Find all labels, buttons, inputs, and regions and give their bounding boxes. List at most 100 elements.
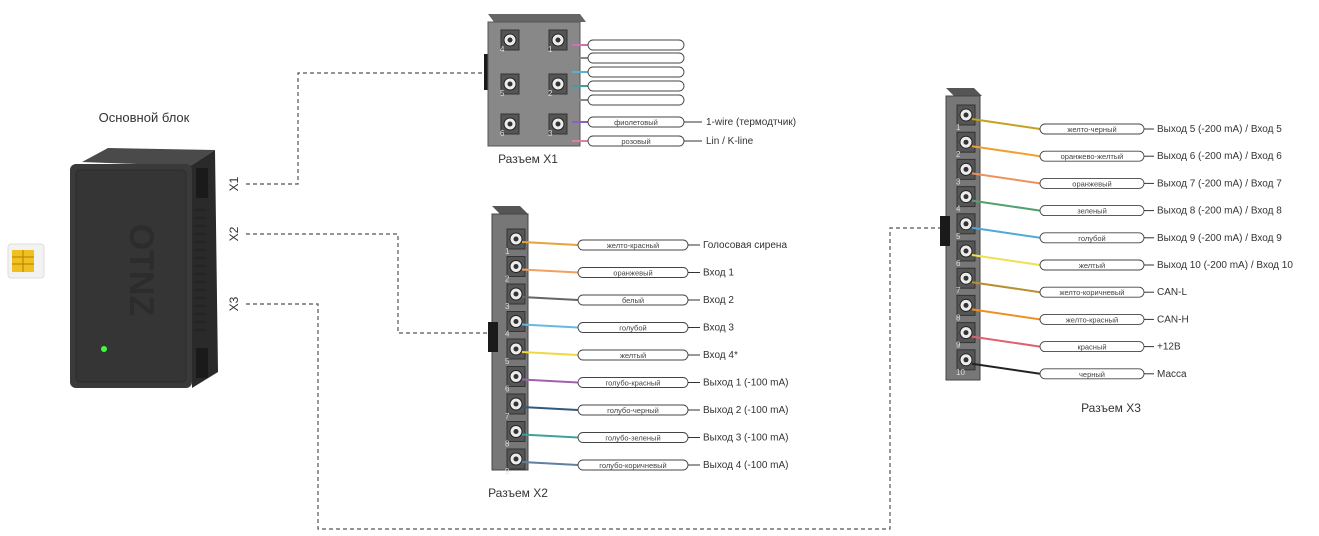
svg-text:7: 7: [505, 412, 510, 421]
x1-pin-1: [548, 29, 568, 51]
x3-pin-10: [956, 349, 976, 371]
x2-pin-label: Вход 4*: [703, 350, 738, 361]
x3-pin-label: Масса: [1157, 369, 1187, 380]
x2-wire-4: голубой: [577, 322, 689, 333]
svg-text:2: 2: [548, 89, 553, 98]
x3-pin-7: [956, 267, 976, 289]
svg-text:6: 6: [500, 129, 505, 138]
svg-text:1: 1: [505, 247, 510, 256]
x2-pin-label: Выход 2 (-100 mA): [703, 405, 789, 416]
x3-pin-8: [956, 294, 976, 316]
svg-text:желтый: желтый: [1079, 261, 1105, 270]
x2-wire-9: голубо-коричневый: [577, 459, 689, 471]
svg-text:7: 7: [956, 286, 961, 295]
x1-pin-label: Lin / K-line: [706, 136, 754, 147]
svg-text:красный: красный: [1077, 343, 1106, 352]
x2-pin-3: [506, 283, 526, 305]
x2-wire-7: голубо-черный: [577, 404, 689, 416]
x3-wire-9: красный: [1039, 341, 1145, 353]
x2-connection-line: [246, 233, 488, 334]
x3-pin-1: [956, 104, 976, 126]
svg-text:5: 5: [500, 89, 505, 98]
svg-text:желто-черный: желто-черный: [1067, 125, 1116, 134]
x2-pin-label: Выход 3 (-100 mA): [703, 433, 789, 444]
x2-wire-2: оранжевый: [577, 267, 689, 278]
x3-wire-4: зеленый: [1039, 205, 1145, 217]
device-logo: OTNZ: [122, 224, 160, 317]
status-led: [101, 346, 107, 352]
x1-pin-2: [548, 73, 568, 95]
x3-pin-6: [956, 240, 976, 262]
x1-wire-7: розовый: [587, 135, 685, 147]
svg-text:8: 8: [956, 313, 961, 322]
x3-pin-label: CAN-H: [1157, 314, 1189, 325]
x3-connection-line: [246, 227, 943, 530]
x1-pin-4: [500, 29, 520, 51]
svg-text:желто-красный: желто-красный: [1066, 315, 1118, 324]
svg-text:голубо-коричневый: голубо-коричневый: [599, 461, 666, 470]
svg-text:желто-коричневый: желто-коричневый: [1059, 288, 1124, 297]
x3-pin-label: Выход 8 (-200 mA) / Вход 8: [1157, 206, 1282, 217]
port-label-x1: X1: [227, 176, 241, 191]
x2-pin-4: [506, 311, 526, 332]
port-label-x3: X3: [227, 296, 241, 311]
x1-wire-2: [587, 52, 685, 64]
x3-wire-1: желто-черный: [1039, 123, 1145, 135]
x3-pin-label: Выход 7 (-200 mA) / Вход 7: [1157, 178, 1282, 189]
svg-text:1: 1: [956, 123, 961, 132]
x3-pin-9: [956, 322, 976, 344]
x2-pin-6: [506, 366, 526, 387]
x2-pin-label: Выход 4 (-100 mA): [703, 460, 789, 471]
x3-wire-6: желтый: [1039, 259, 1145, 271]
svg-text:голубо-черный: голубо-черный: [607, 406, 659, 415]
x2-pin-1: [506, 228, 526, 250]
x3-pin-label: Выход 10 (-200 mA) / Вход 10: [1157, 260, 1293, 271]
svg-text:4: 4: [505, 330, 510, 339]
x2-pin-label: Голосовая сирена: [703, 240, 787, 251]
svg-text:3: 3: [956, 177, 961, 186]
x3-pin-label: +12В: [1157, 342, 1181, 353]
svg-text:2: 2: [505, 275, 510, 284]
svg-text:голубо-зеленый: голубо-зеленый: [605, 434, 660, 443]
x1-connection-line: [246, 72, 484, 185]
svg-text:4: 4: [500, 45, 505, 54]
x3-pin-4: [956, 186, 976, 208]
x2-pin-2: [506, 256, 526, 277]
svg-text:6: 6: [505, 385, 510, 394]
svg-text:желто-красный: желто-красный: [607, 241, 659, 250]
x2-wire-5: желтый: [577, 349, 689, 361]
svg-text:10: 10: [956, 368, 965, 377]
svg-text:розовый: розовый: [621, 137, 650, 146]
svg-text:желтый: желтый: [620, 351, 646, 360]
x3-wire-2: оранжево-желтый: [1039, 150, 1145, 162]
svg-text:5: 5: [505, 357, 510, 366]
svg-text:3: 3: [548, 129, 553, 138]
x1-connector: [484, 14, 586, 147]
svg-text:4: 4: [956, 205, 961, 214]
x2-pin-7: [506, 393, 526, 415]
svg-text:6: 6: [956, 259, 961, 268]
x3-pin-label: Выход 6 (-200 mA) / Вход 6: [1157, 151, 1282, 162]
x3-pin-5: [956, 213, 976, 235]
x1-wire-4: [587, 80, 685, 92]
x2-pin-label: Вход 3: [703, 323, 734, 334]
port-label-x2: X2: [227, 226, 241, 241]
svg-text:белый: белый: [622, 296, 644, 305]
svg-text:зеленый: зеленый: [1077, 207, 1107, 216]
x3-wire-7: желто-коричневый: [1039, 286, 1145, 298]
sim-card-icon: [7, 243, 45, 279]
svg-text:5: 5: [956, 232, 961, 241]
svg-text:2: 2: [956, 150, 961, 159]
x3-wire-8: желто-красный: [1039, 313, 1145, 325]
x3-wire-3: оранжевый: [1039, 177, 1145, 189]
x2-caption: Разъем X2: [488, 486, 548, 500]
svg-text:голубой: голубой: [1078, 234, 1105, 243]
x1-wire-5: [587, 94, 685, 106]
x2-pin-5: [506, 338, 526, 360]
x3-pin-2: [956, 131, 976, 153]
svg-text:голубой: голубой: [619, 324, 646, 333]
main-unit-title: Основной блок: [99, 110, 190, 125]
x2-wire-8: голубо-зеленый: [577, 432, 689, 443]
x3-wire-5: голубой: [1039, 232, 1145, 244]
